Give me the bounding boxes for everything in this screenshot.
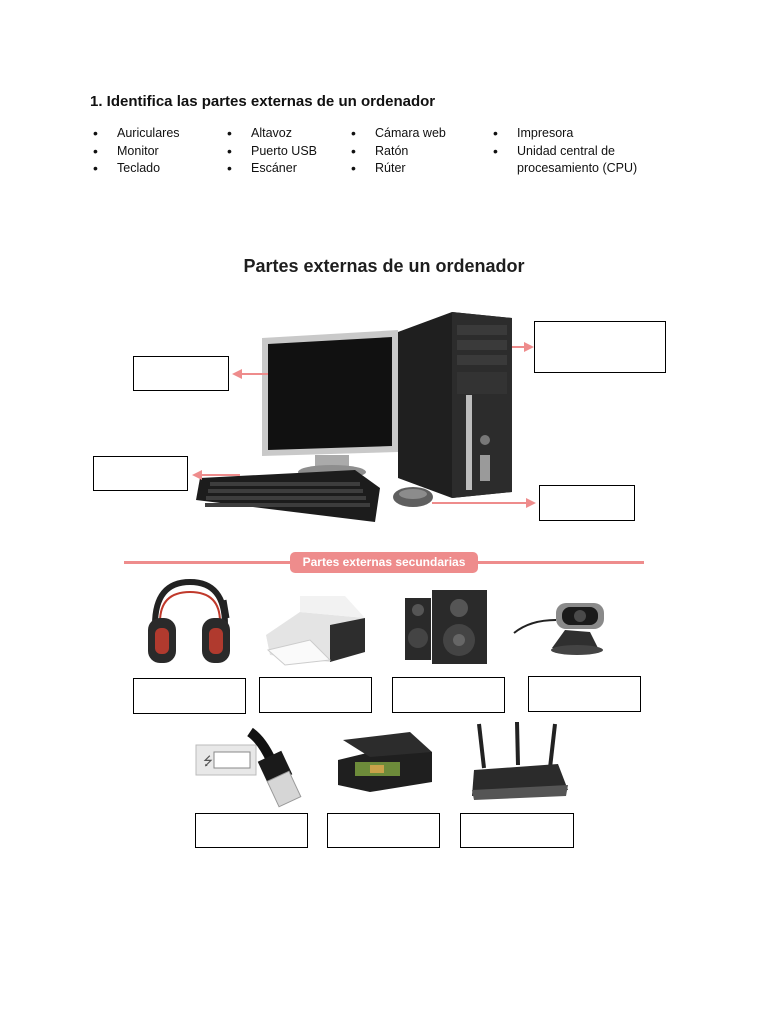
answer-box-monitor[interactable] bbox=[133, 356, 229, 391]
answer-box-cpu[interactable] bbox=[534, 321, 666, 373]
mouse-image bbox=[393, 487, 433, 507]
term-item: Cámara web bbox=[349, 125, 446, 143]
secondary-section-label: Partes externas secundarias bbox=[290, 552, 478, 573]
answer-box-printer[interactable] bbox=[259, 677, 372, 713]
answer-box-usb-port[interactable] bbox=[195, 813, 308, 848]
printer-image bbox=[266, 596, 365, 666]
monitor-image bbox=[262, 330, 398, 479]
diagram-title: Partes externas de un ordenador bbox=[243, 256, 525, 276]
term-item: Auriculares bbox=[91, 125, 180, 143]
secondary-parts-illustrations: ⭍ bbox=[148, 578, 604, 808]
term-item: Monitor bbox=[91, 143, 180, 161]
term-item: Escáner bbox=[225, 160, 317, 178]
term-list-column-3: Cámara web Ratón Rúter bbox=[349, 125, 446, 178]
svg-text:⭍: ⭍ bbox=[203, 754, 213, 768]
keyboard-image bbox=[196, 470, 380, 522]
scanner-image bbox=[338, 732, 432, 792]
answer-box-scanner[interactable] bbox=[327, 813, 440, 848]
usb-plug-image: ⭍ bbox=[195, 727, 302, 808]
answer-box-keyboard[interactable] bbox=[93, 456, 188, 491]
exercise-heading: 1. Identifica las partes externas de un … bbox=[90, 93, 436, 110]
router-image bbox=[472, 721, 568, 800]
answer-box-headphones[interactable] bbox=[133, 678, 246, 714]
answer-box-router[interactable] bbox=[460, 813, 574, 848]
answer-box-speakers[interactable] bbox=[392, 677, 505, 713]
answer-box-webcam[interactable] bbox=[528, 676, 641, 712]
webcam-image bbox=[513, 603, 604, 655]
headphones-image bbox=[148, 578, 230, 663]
answer-box-mouse[interactable] bbox=[539, 485, 635, 521]
term-item: Impresora bbox=[491, 125, 661, 143]
term-item: Rúter bbox=[349, 160, 446, 178]
term-item: Puerto USB bbox=[225, 143, 317, 161]
term-item: Altavoz bbox=[225, 125, 317, 143]
term-list-column-4: Impresora Unidad central de procesamient… bbox=[491, 125, 661, 178]
speakers-image bbox=[405, 590, 487, 664]
computer-illustration bbox=[192, 312, 536, 522]
cpu-tower-image bbox=[398, 312, 512, 498]
term-item: Unidad central de procesamiento (CPU) bbox=[491, 143, 661, 178]
term-list-column-2: Altavoz Puerto USB Escáner bbox=[225, 125, 317, 178]
term-item: Teclado bbox=[91, 160, 180, 178]
term-item: Ratón bbox=[349, 143, 446, 161]
term-list-column-1: Auriculares Monitor Teclado bbox=[91, 125, 180, 178]
